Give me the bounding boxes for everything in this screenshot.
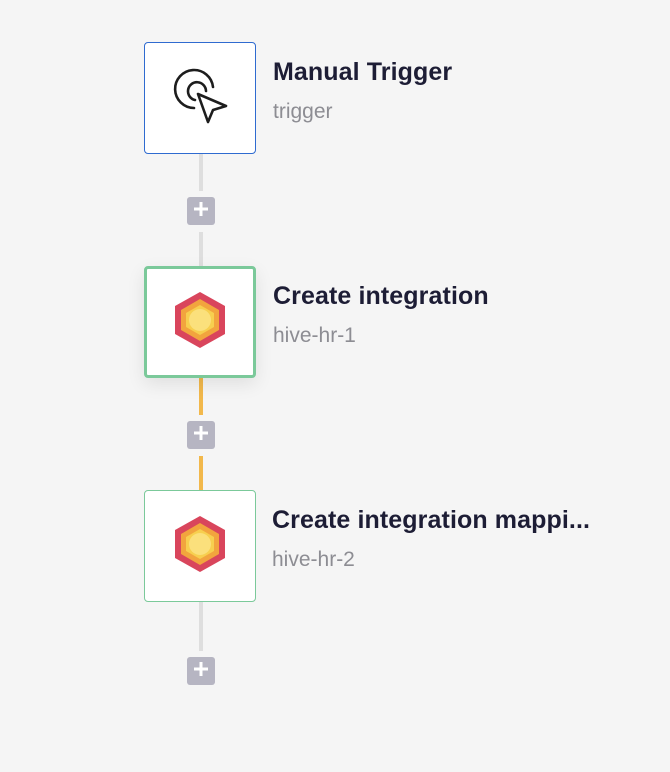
connector-line: [199, 232, 203, 268]
node-subtitle: trigger: [273, 100, 333, 123]
add-step-button[interactable]: [187, 421, 215, 449]
node-subtitle: hive-hr-1: [273, 324, 356, 347]
node-title: Create integration mappi...: [272, 506, 591, 534]
connector-line: [199, 153, 203, 191]
hive-hexagon-icon: [170, 512, 230, 581]
plus-icon: [192, 424, 210, 447]
node-title: Create integration: [273, 282, 489, 310]
connector-line: [199, 601, 203, 651]
node-title: Manual Trigger: [273, 58, 453, 86]
add-step-button[interactable]: [187, 197, 215, 225]
node-create-integration[interactable]: [144, 266, 256, 378]
plus-icon: [192, 660, 210, 683]
plus-icon: [192, 200, 210, 223]
connector-line-active: [199, 377, 203, 415]
hive-hexagon-icon: [170, 288, 230, 357]
cursor-click-icon: [167, 63, 233, 134]
connector-line-active: [199, 456, 203, 492]
node-create-integration-mapping[interactable]: [144, 490, 256, 602]
add-step-button[interactable]: [187, 657, 215, 685]
node-subtitle: hive-hr-2: [272, 548, 355, 571]
node-manual-trigger[interactable]: [144, 42, 256, 154]
